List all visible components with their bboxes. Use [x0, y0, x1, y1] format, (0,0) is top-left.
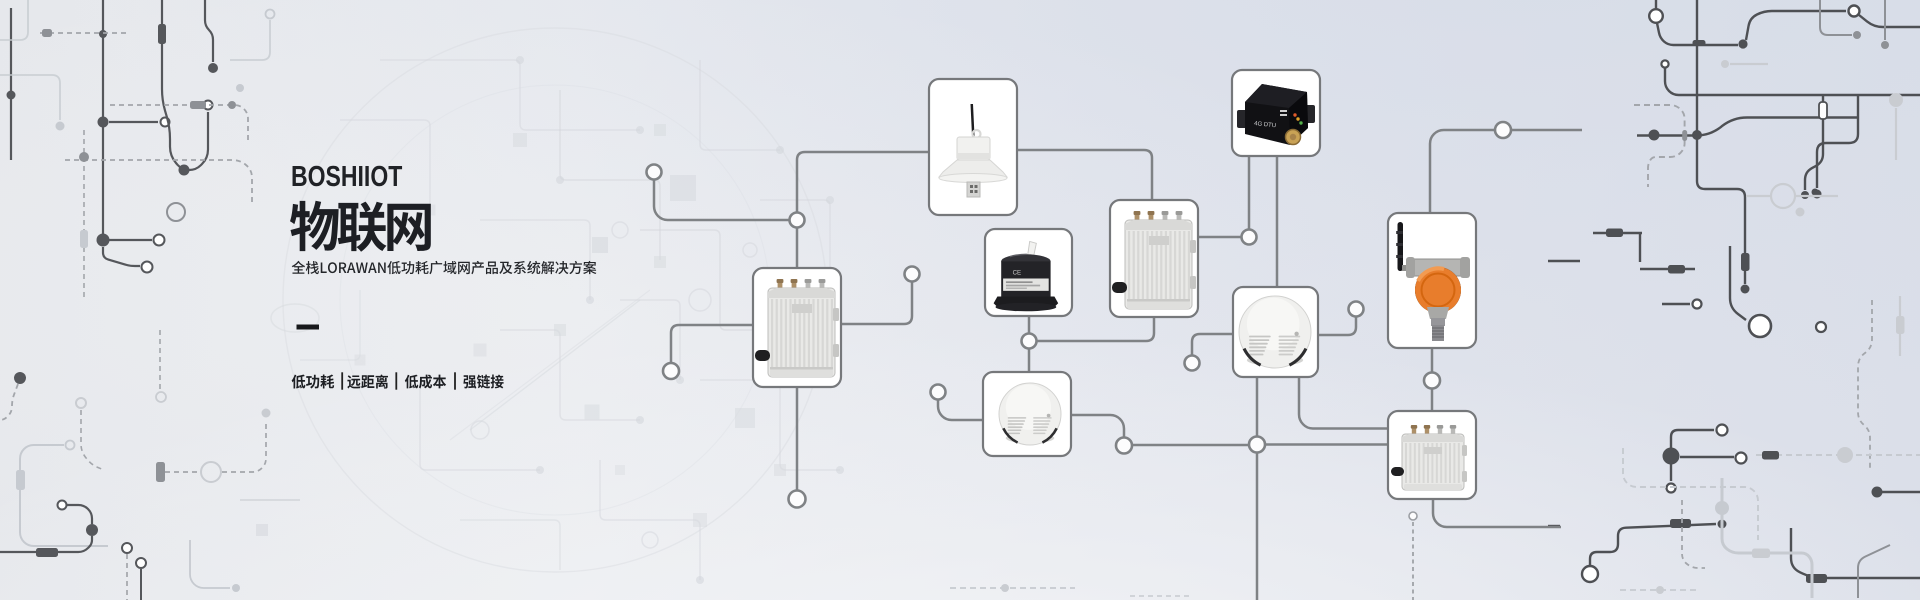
svg-text:CE: CE: [1013, 270, 1022, 277]
svg-text:BOSHIIOT: BOSHIIOT: [291, 161, 403, 193]
svg-text:4G DTU: 4G DTU: [1254, 121, 1277, 129]
